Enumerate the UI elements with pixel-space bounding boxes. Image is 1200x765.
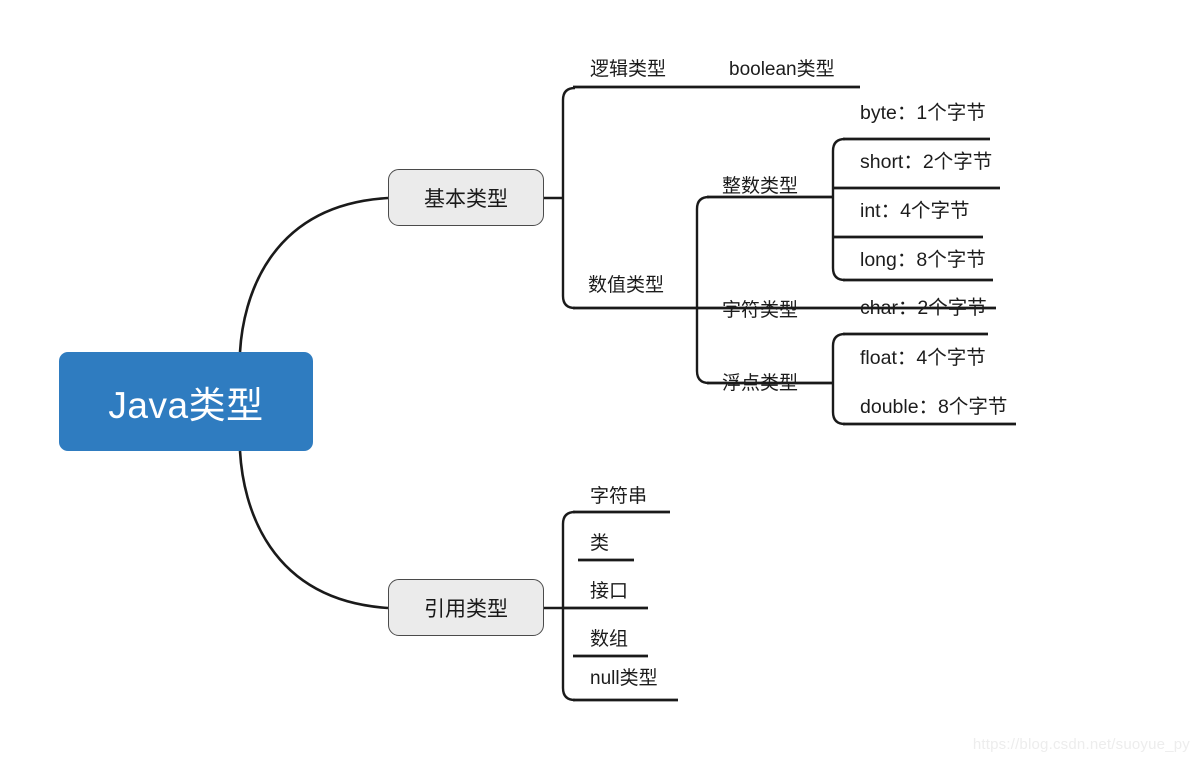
label-interface: 接口	[590, 581, 629, 602]
label-double: double：8个字节	[860, 396, 1008, 418]
branch-node-basic-types[interactable]: 基本类型	[388, 169, 544, 226]
branch-node-basic-label: 基本类型	[424, 187, 508, 211]
label-float-type: 浮点类型	[722, 373, 799, 394]
edge-float-spine	[831, 332, 846, 426]
edge-numeric-spine	[695, 195, 710, 385]
branch-node-reference-types[interactable]: 引用类型	[388, 579, 544, 636]
root-node-label: Java类型	[108, 384, 264, 426]
edge-integer-spine	[831, 137, 846, 282]
label-class: 类	[590, 533, 610, 554]
label-logical-type: 逻辑类型	[590, 59, 667, 80]
branch-node-reference-label: 引用类型	[424, 597, 508, 621]
edge-root-to-reference	[238, 450, 389, 610]
label-float: float：4个字节	[860, 347, 986, 369]
label-byte: byte：1个字节	[860, 102, 986, 124]
label-int: int：4个字节	[860, 200, 970, 222]
label-string: 字符串	[590, 486, 648, 507]
label-numeric-type: 数值类型	[588, 275, 665, 296]
root-node-java-types[interactable]: Java类型	[59, 352, 313, 451]
edge-basic-spine	[561, 86, 576, 310]
label-integer-type: 整数类型	[722, 176, 799, 197]
label-null-type: null类型	[590, 668, 658, 689]
label-boolean-type: boolean类型	[729, 59, 835, 80]
label-char: char：2个字节	[860, 297, 987, 319]
label-short: short：2个字节	[860, 151, 993, 173]
edge-reference-spine	[561, 510, 576, 702]
label-long: long：8个字节	[860, 249, 986, 271]
label-array: 数组	[590, 629, 629, 650]
watermark: https://blog.csdn.net/suoyue_py	[972, 736, 1190, 753]
label-char-type: 字符类型	[722, 300, 799, 321]
edge-root-to-basic	[238, 196, 389, 353]
